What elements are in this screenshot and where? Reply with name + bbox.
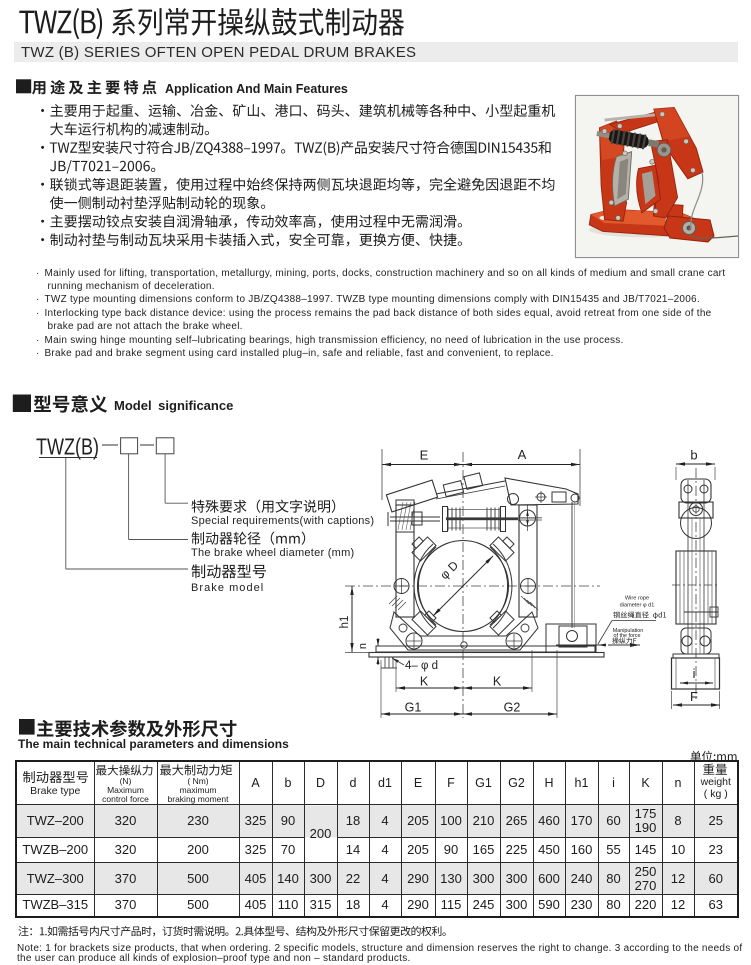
- svg-text:A: A: [518, 447, 527, 462]
- svg-text:i: i: [693, 667, 696, 681]
- svg-text:E: E: [420, 448, 429, 463]
- svg-text:K: K: [420, 675, 429, 689]
- svg-text:b: b: [690, 448, 697, 463]
- svg-text:Wire rope: Wire rope: [625, 596, 649, 602]
- svg-text:K: K: [493, 675, 502, 689]
- svg-text:F: F: [690, 689, 698, 704]
- svg-text:of the force: of the force: [614, 633, 641, 639]
- svg-text:φ D: φ D: [437, 558, 461, 582]
- svg-text:Manipulation: Manipulation: [613, 628, 644, 634]
- svg-text:diameter φ d1: diameter φ d1: [620, 603, 655, 609]
- svg-text:G2: G2: [504, 701, 521, 715]
- svg-text:4– φ d: 4– φ d: [405, 660, 438, 672]
- svg-text:n: n: [357, 643, 369, 649]
- svg-text:G1: G1: [405, 701, 422, 715]
- svg-text:TWZ(B): TWZ(B): [36, 434, 99, 460]
- svg-text:h1: h1: [339, 616, 351, 629]
